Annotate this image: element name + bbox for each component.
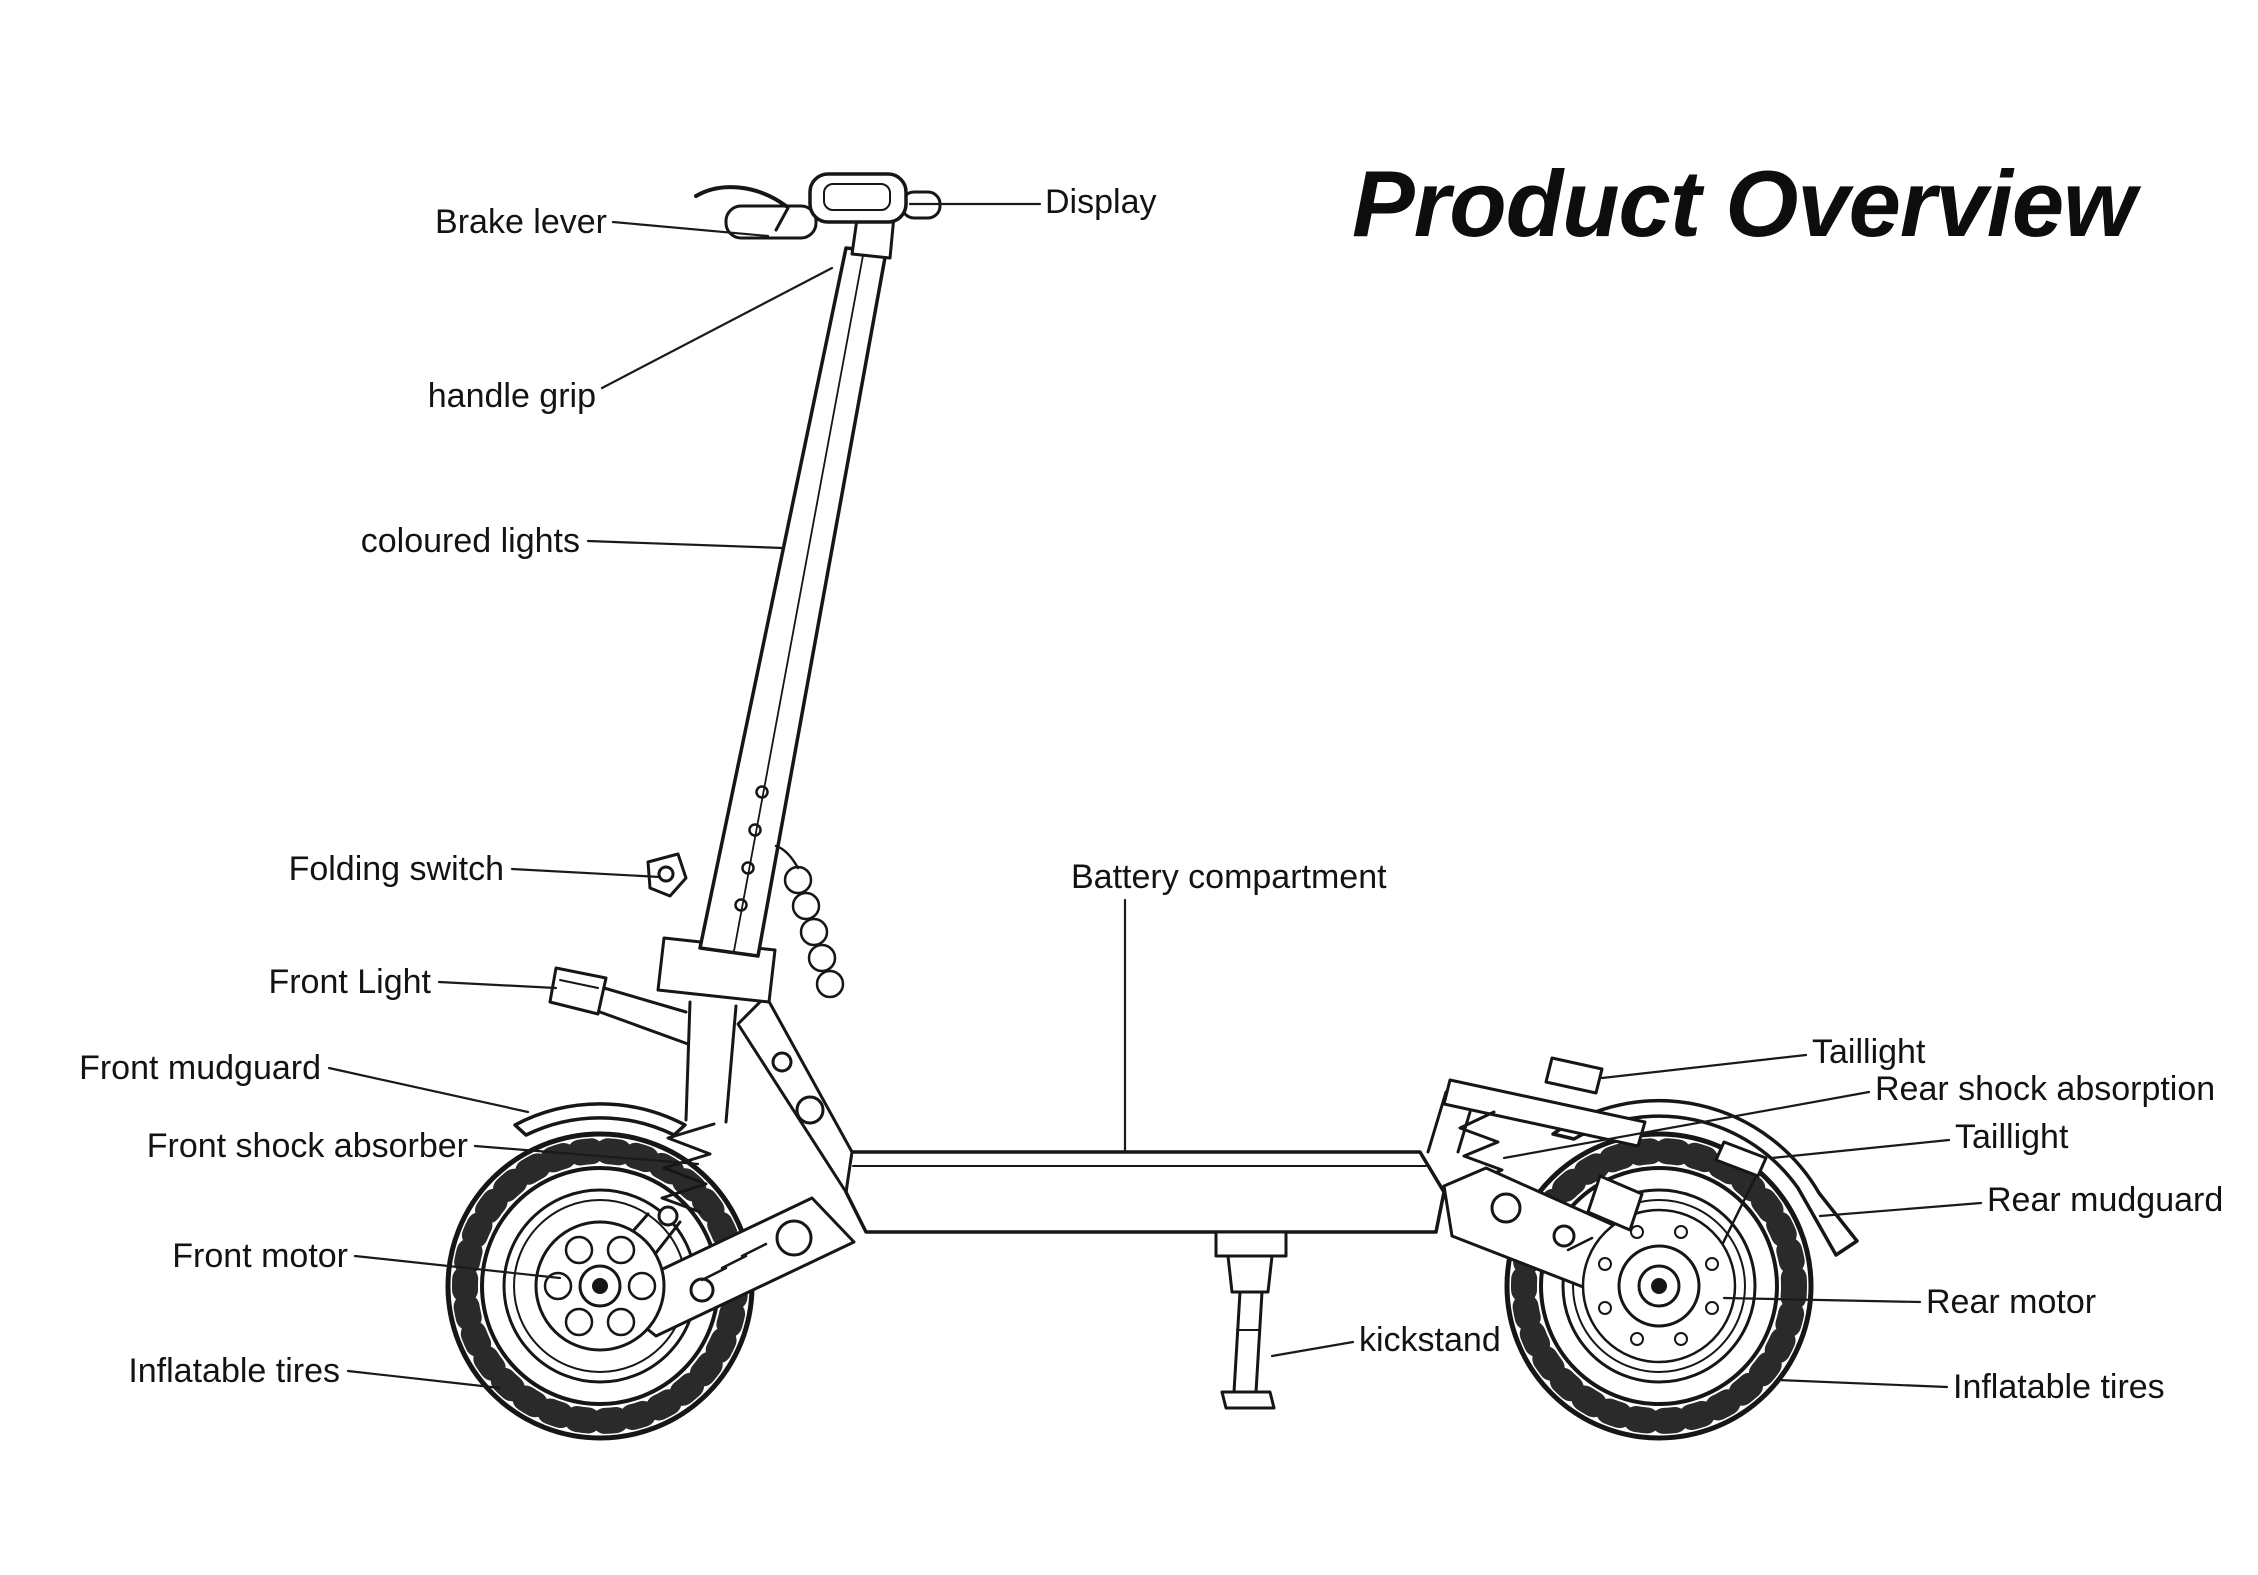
leader-rear-shock-absorption bbox=[1502, 1090, 1871, 1160]
label-front-shock-absorber: Front shock absorber bbox=[146, 1127, 468, 1165]
folding-switch-part bbox=[646, 852, 688, 898]
front-motor-hub bbox=[534, 1220, 666, 1352]
label-inflatable-tires-rear: Inflatable tires bbox=[1953, 1368, 2165, 1406]
front-spring bbox=[660, 1122, 716, 1214]
label-taillight-top: Taillight bbox=[1812, 1033, 1926, 1071]
kickstand-part bbox=[1214, 1230, 1288, 1410]
label-rear-shock-absorption: Rear shock absorption bbox=[1875, 1070, 2216, 1108]
label-inflatable-tires-front: Inflatable tires bbox=[128, 1352, 340, 1390]
leader-front-light bbox=[437, 980, 558, 990]
deck-battery-compartment bbox=[844, 1150, 1446, 1234]
leader-taillight-bottom bbox=[1770, 1138, 1951, 1160]
leader-coloured-lights bbox=[586, 539, 785, 550]
leader-handle-grip bbox=[600, 266, 834, 390]
coiled-cable bbox=[774, 844, 845, 999]
leader-kickstand bbox=[1270, 1340, 1355, 1358]
leader-rear-motor bbox=[1722, 1296, 1922, 1304]
label-front-mudguard: Front mudguard bbox=[79, 1049, 321, 1087]
leader-front-motor bbox=[353, 1254, 562, 1280]
leader-rear-mudguard bbox=[1818, 1201, 1983, 1218]
label-front-light: Front Light bbox=[268, 963, 431, 1001]
label-handle-grip: handle grip bbox=[427, 377, 596, 415]
rear-motor-hub bbox=[1581, 1174, 1737, 1364]
leader-inflatable-tires-front bbox=[346, 1369, 502, 1390]
label-battery-compartment: Battery compartment bbox=[1071, 858, 1387, 896]
label-coloured-lights: coloured lights bbox=[360, 522, 580, 560]
front-mudguard-part bbox=[513, 1102, 687, 1137]
leader-front-shock-absorber bbox=[473, 1144, 700, 1166]
handlebar bbox=[694, 172, 942, 260]
label-front-motor: Front motor bbox=[172, 1237, 348, 1275]
leader-folding-switch bbox=[510, 867, 662, 879]
leader-brake-lever bbox=[611, 220, 770, 238]
tail-plate bbox=[1426, 1056, 1647, 1154]
label-rear-motor: Rear motor bbox=[1926, 1283, 2097, 1321]
brake-caliper bbox=[1586, 1174, 1644, 1232]
leader-front-mudguard bbox=[327, 1066, 530, 1114]
label-rear-mudguard: Rear mudguard bbox=[1987, 1181, 2224, 1219]
page-title: Product Overview bbox=[1352, 151, 2136, 256]
grip-left bbox=[724, 204, 818, 240]
brake-lever-part bbox=[694, 185, 788, 208]
label-kickstand: kickstand bbox=[1359, 1321, 1501, 1359]
front-light-part bbox=[548, 966, 690, 1046]
stem bbox=[698, 246, 888, 958]
label-folding-switch: Folding switch bbox=[288, 850, 504, 888]
leader-lines bbox=[327, 202, 1983, 1390]
label-taillight-bottom: Taillight bbox=[1955, 1118, 2069, 1156]
label-display: Display bbox=[1045, 183, 1157, 221]
taillight-box bbox=[1544, 1056, 1604, 1095]
leader-taillight-top bbox=[1600, 1053, 1808, 1080]
rear-taillight-strip bbox=[1714, 1140, 1768, 1178]
rear-mudguard-part bbox=[1551, 1098, 1859, 1304]
label-brake-lever: Brake lever bbox=[435, 203, 607, 241]
leader-inflatable-tires-rear bbox=[1776, 1378, 1949, 1389]
rear-wheel bbox=[1504, 1131, 1814, 1441]
